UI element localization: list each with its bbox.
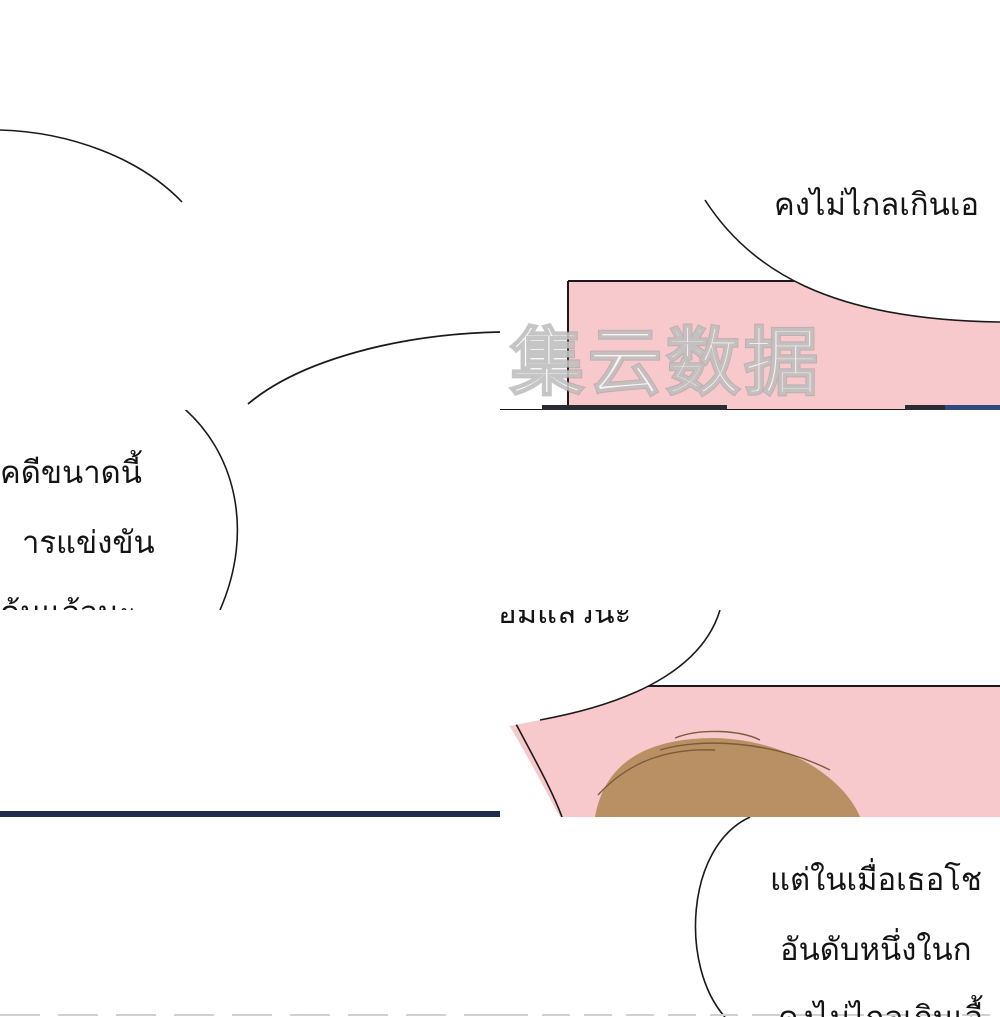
- watermark-text: 集云数据: [509, 319, 822, 407]
- panel-lower-right: อมแล้วนะ: [500, 610, 1000, 817]
- speech-bubble-top-right: [704, 199, 1000, 323]
- panel-mid-left: คดีขนาดนี้ ารแข่งขัน ด้นแล้วนะ: [0, 410, 500, 610]
- panel-bottom-left: [0, 817, 500, 1017]
- panel-bottom-right: แต่ในเมื่อเธอโช อันดับหนึ่งในก คงไม่ไกลเ…: [500, 817, 1000, 1017]
- panel-top-right: คงไม่ไกลเกินเอ 集云数据: [500, 0, 1000, 410]
- panel-mid-right: [500, 410, 1000, 610]
- navy-border: [0, 811, 500, 817]
- speech-bubble-mid-left: [184, 410, 239, 610]
- dialogue-line-mid-left-1: คดีขนาดนี้: [0, 455, 142, 491]
- dialogue-line-mid-left-3: ด้นแล้วนะ: [0, 598, 136, 611]
- speech-bubble-bottom-right: [500, 817, 1000, 1017]
- dialogue-line-top-right-1: คงไม่ไกลเกินเอ: [774, 187, 980, 223]
- panel-lower-left: [0, 610, 500, 817]
- bottom-strip-art: [0, 1014, 500, 1016]
- dialogue-line-bottom-right-1: แต่ในเมื่อเธอโช: [770, 862, 982, 898]
- dialogue-line-mid-left-2: ารแข่งขัน: [22, 525, 155, 561]
- dialogue-line-mid-right-1: อมแล้วนะ: [500, 610, 632, 631]
- dialogue-line-bottom-right-2: อันดับหนึ่งในก: [780, 932, 972, 968]
- panel-top-left: [0, 0, 500, 410]
- speech-bubble-outline-top-left: [0, 129, 500, 405]
- speech-bubble-mid-right: [500, 610, 721, 728]
- dialogue-line-bottom-right-3: คงไม่ไกลเกินเอื้: [778, 1003, 983, 1017]
